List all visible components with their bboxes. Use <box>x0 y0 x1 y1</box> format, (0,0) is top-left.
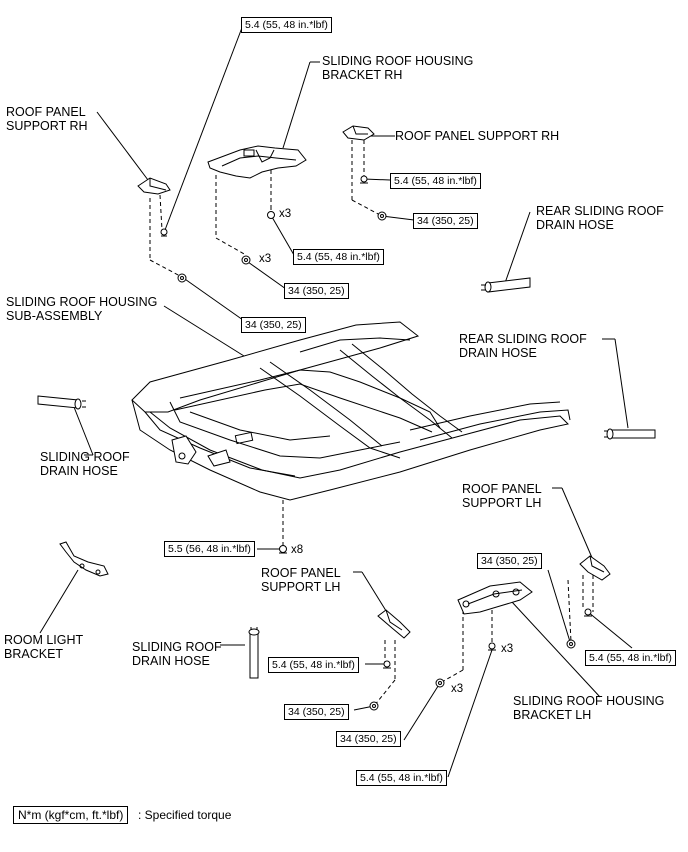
label-roof-panel-support-lh-mid: ROOF PANEL SUPPORT LH <box>261 566 341 594</box>
torque-box-9: 5.4 (55, 48 in.*lbf) <box>585 650 676 666</box>
sliding-roof-housing-frame <box>131 321 571 501</box>
torque-box-1: 5.4 (55, 48 in.*lbf) <box>241 17 332 33</box>
roof-panel-support-lh-mid <box>369 609 411 711</box>
torque-box-8: 34 (350, 25) <box>477 553 542 569</box>
label-sliding-roof-housing-bracket-rh: SLIDING ROOF HOUSING BRACKET RH <box>322 54 474 82</box>
nut-x8 <box>279 545 287 554</box>
label-roof-panel-support-rh-left: ROOF PANEL SUPPORT RH <box>6 105 88 133</box>
torque-box-10: 5.4 (55, 48 in.*lbf) <box>268 657 359 673</box>
label-roof-panel-support-rh-right: ROOF PANEL SUPPORT RH <box>395 129 560 143</box>
quantity-x3-bracket-lh-bolt-34: x3 <box>451 683 464 695</box>
leader-lines <box>39 24 633 778</box>
torque-box-4: 5.4 (55, 48 in.*lbf) <box>293 249 384 265</box>
label-sliding-roof-drain-hose-left: SLIDING ROOF DRAIN HOSE <box>40 450 130 478</box>
label-roof-panel-support-lh-right: ROOF PANEL SUPPORT LH <box>462 482 542 510</box>
label-sliding-roof-housing-sub-assembly: SLIDING ROOF HOUSING SUB-ASSEMBLY <box>6 295 158 323</box>
quantity-x3-bracket-rh-bolt: x3 <box>279 208 292 220</box>
sliding-roof-housing-bracket-rh <box>207 145 307 219</box>
room-light-bracket <box>59 541 109 577</box>
sliding-roof-housing-bracket-lh <box>435 581 533 688</box>
quantity-x8-nut: x8 <box>291 544 304 556</box>
rear-drain-hose-mid <box>604 428 656 440</box>
torque-box-5: 34 (350, 25) <box>284 283 349 299</box>
drain-hose-bottom <box>248 627 260 679</box>
label-sliding-roof-housing-bracket-lh: SLIDING ROOF HOUSING BRACKET LH <box>513 694 665 722</box>
torque-box-3: 34 (350, 25) <box>413 213 478 229</box>
roof-panel-support-lh-right <box>566 555 611 649</box>
legend-unit-box: N*m (kgf*cm, ft.*lbf) <box>13 806 129 824</box>
torque-box-2: 5.4 (55, 48 in.*lbf) <box>390 173 481 189</box>
roof-panel-support-rh-right <box>342 125 387 221</box>
torque-box-11: 34 (350, 25) <box>284 704 349 720</box>
rear-drain-hose-top <box>481 277 531 293</box>
quantity-x3-bracket-rh-bolt-34: x3 <box>259 253 272 265</box>
dashed-lines <box>149 140 594 707</box>
roof-panel-support-rh-left <box>137 177 171 237</box>
torque-box-13: 5.4 (55, 48 in.*lbf) <box>356 770 447 786</box>
label-sliding-roof-drain-hose-bottom: SLIDING ROOF DRAIN HOSE <box>132 640 222 668</box>
torque-box-12: 34 (350, 25) <box>336 731 401 747</box>
drain-hose-left <box>37 395 86 410</box>
quantity-x3-bracket-lh-bolt: x3 <box>501 643 514 655</box>
label-room-light-bracket: ROOM LIGHT BRACKET <box>4 633 84 661</box>
torque-box-6: 34 (350, 25) <box>241 317 306 333</box>
label-rear-sliding-roof-drain-hose-mid: REAR SLIDING ROOF DRAIN HOSE <box>459 332 587 360</box>
label-rear-sliding-roof-drain-hose-top: REAR SLIDING ROOF DRAIN HOSE <box>536 204 664 232</box>
bolt-34-rh <box>177 255 251 283</box>
legend-text: : Specified torque <box>138 808 232 822</box>
torque-box-7: 5.5 (56, 48 in.*lbf) <box>164 541 255 557</box>
